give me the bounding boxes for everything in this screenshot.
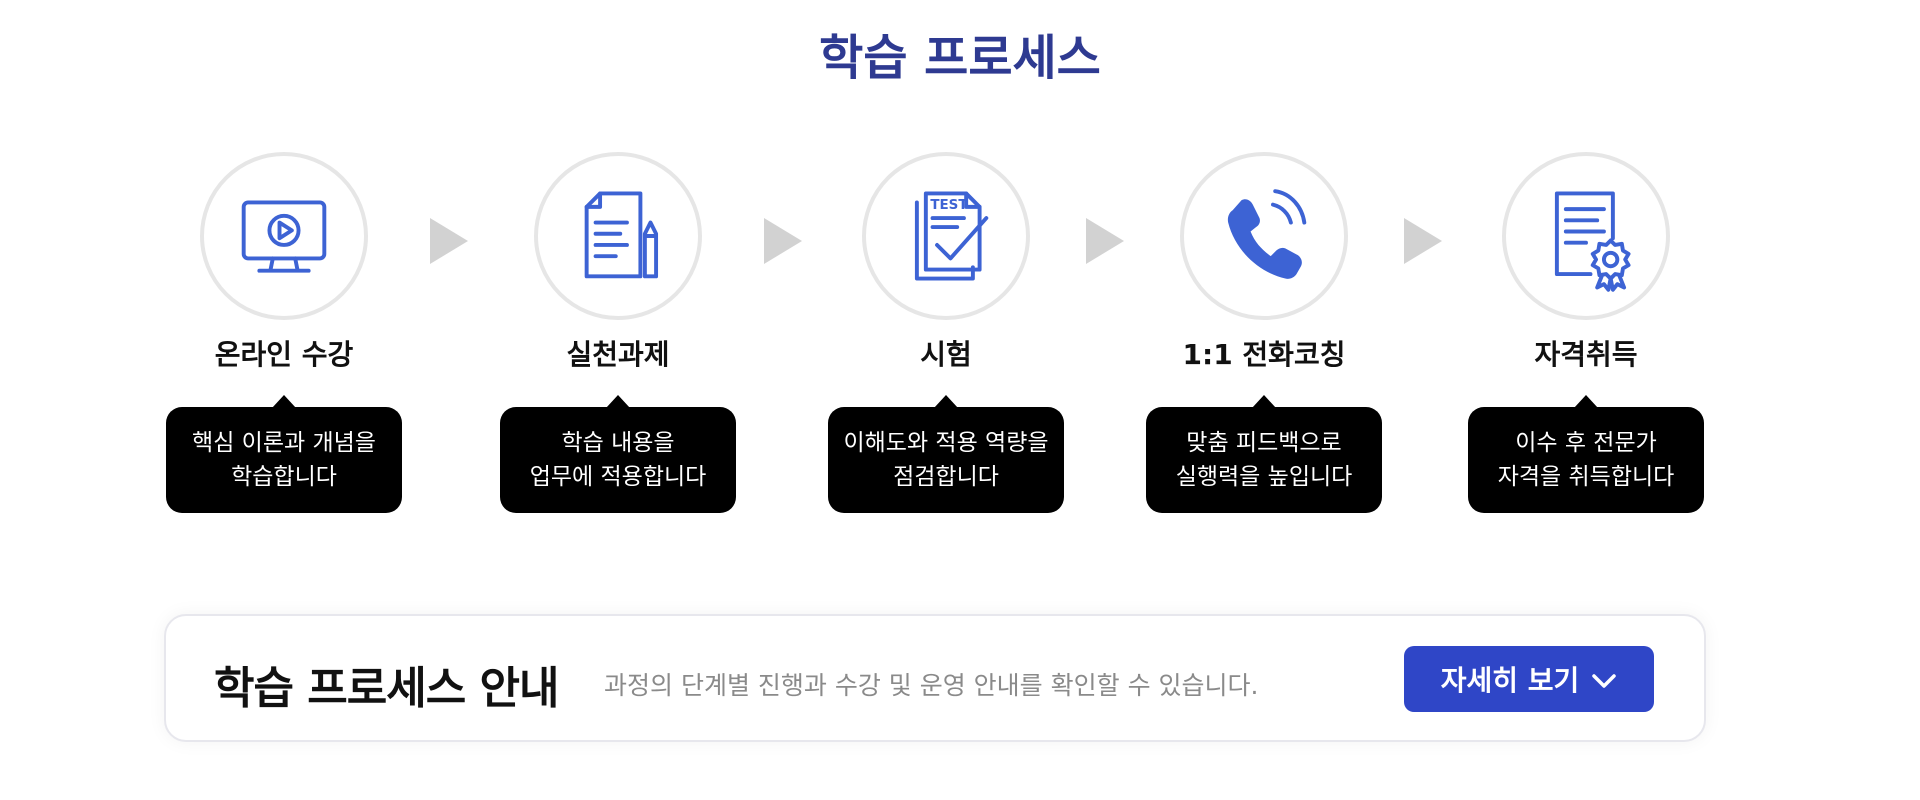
page-title: 학습 프로세스: [819, 30, 1101, 86]
step-description-text: 이해도와 적용 역량을 점검합니다: [843, 430, 1049, 490]
step-description-text: 학습 내용을 업무에 적용합니다: [529, 430, 707, 490]
step-phone-coaching: 1:1 전화코칭 맞춤 피드백으로 실행력을 높입니다: [1144, 150, 1384, 520]
phone-icon: [1227, 189, 1307, 279]
step-description: 핵심 이론과 개념을 학습합니다: [166, 395, 402, 513]
monitor-play-icon: [241, 200, 327, 273]
step-icon-circle: [1502, 152, 1670, 320]
step-arrow: [430, 218, 468, 264]
step-icon-circle: [534, 152, 702, 320]
step-icon-circle: TEST: [862, 152, 1030, 320]
step-description: 맞춤 피드백으로 실행력을 높입니다: [1146, 395, 1382, 513]
step-online-course: 온라인 수강 핵심 이론과 개념을 학습합니다: [164, 150, 404, 520]
step-label: 자격취득: [1534, 338, 1638, 371]
step-arrow: [1404, 218, 1442, 264]
step-arrow: [764, 218, 802, 264]
step-description-text: 맞춤 피드백으로 실행력을 높입니다: [1175, 430, 1353, 490]
step-certification: 자격취득 이수 후 전문가 자격을 취득합니다: [1466, 150, 1706, 520]
step-label: 1:1 전화코칭: [1182, 338, 1346, 371]
step-label: 실천과제: [566, 338, 670, 371]
certificate-icon: [1554, 191, 1631, 292]
step-label: 시험: [920, 338, 972, 371]
step-icon-circle: [200, 152, 368, 320]
step-description: 이해도와 적용 역량을 점검합니다: [828, 395, 1064, 513]
step-description: 이수 후 전문가 자격을 취득합니다: [1468, 395, 1704, 513]
step-description-text: 핵심 이론과 개념을 학습합니다: [192, 430, 376, 490]
info-title: 학습 프로세스 안내: [214, 663, 559, 714]
test-check-icon: TEST: [914, 191, 989, 281]
process-info-bar: 학습 프로세스 안내 과정의 단계별 진행과 수강 및 운영 안내를 확인할 수…: [164, 614, 1706, 742]
step-icon-circle: [1180, 152, 1348, 320]
document-pencil-icon: [584, 191, 659, 279]
process-steps: 온라인 수강 핵심 이론과 개념을 학습합니다 실천과제 학습 내용을 업무에 …: [0, 150, 1920, 530]
step-description-text: 이수 후 전문가 자격을 취득합니다: [1497, 430, 1675, 490]
chevron-down-icon: [1592, 674, 1617, 688]
view-details-label: 자세히 보기: [1440, 664, 1580, 697]
step-description: 학습 내용을 업무에 적용합니다: [500, 395, 736, 513]
step-practical-task: 실천과제 학습 내용을 업무에 적용합니다: [498, 150, 738, 520]
step-exam: TEST 시험 이해도와 적용 역량을 점검합니다: [826, 150, 1066, 520]
svg-text:TEST: TEST: [930, 198, 968, 213]
info-description: 과정의 단계별 진행과 수강 및 운영 안내를 확인할 수 있습니다.: [604, 671, 1259, 700]
step-arrow: [1086, 218, 1124, 264]
view-details-button[interactable]: 자세히 보기: [1404, 646, 1654, 712]
step-label: 온라인 수강: [214, 338, 354, 371]
